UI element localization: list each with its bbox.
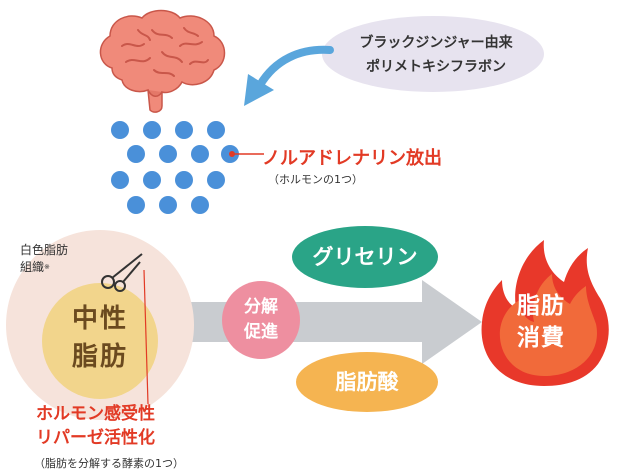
enzyme-leader-line: [143, 269, 149, 405]
glycerin-badge: グリセリン: [292, 226, 438, 288]
extract-label: ブラックジンジャー由来 ポリメトキシフラボン: [338, 31, 534, 79]
neutral-fat-label: 中性 脂肪: [42, 300, 158, 376]
neutral-fat-core: [42, 283, 158, 399]
noradrenaline-leader-line: [229, 151, 264, 157]
scissors-icon: [101, 253, 143, 292]
decomposition-line2: 促進: [244, 322, 278, 342]
decomposition-label: 分解 促進: [222, 295, 300, 345]
white-fat-label-line2: 組織: [20, 260, 45, 274]
extract-label-line2: ポリメトキシフラボン: [366, 59, 506, 75]
noradrenaline-title: ノルアドレナリン放出: [262, 148, 442, 169]
extract-label-line1: ブラックジンジャー由来: [359, 35, 513, 51]
enzyme-title: ホルモン感受性 リパーゼ活性化: [36, 402, 155, 450]
neutral-fat-line2: 脂肪: [71, 342, 128, 372]
fat-consumption-label: 脂肪 消費: [493, 290, 589, 354]
extract-bubble: [322, 16, 544, 92]
fatty-acid-badge: 脂肪酸: [296, 352, 438, 412]
flow-arrow-icon: [186, 280, 482, 364]
curved-arrow-icon: [244, 45, 334, 106]
decomposition-badge: [222, 281, 300, 359]
fat-consumption-line1: 脂肪: [517, 293, 565, 319]
footnote-mark: ※: [44, 263, 50, 271]
fat-consumption-line2: 消費: [517, 325, 565, 351]
white-fat-label-line1: 白色脂肪: [20, 243, 69, 257]
neutral-fat-line1: 中性: [71, 304, 128, 334]
enzyme-title-line1: ホルモン感受性: [36, 404, 155, 424]
noradrenaline-dots: [111, 121, 239, 214]
enzyme-subtitle: （脂肪を分解する酵素の1つ）: [34, 457, 184, 470]
brain-icon: [99, 9, 226, 113]
decomposition-line1: 分解: [244, 297, 278, 317]
flame-icon: [481, 240, 609, 386]
enzyme-title-line2: リパーゼ活性化: [36, 428, 155, 448]
noradrenaline-subtitle: （ホルモンの1つ）: [268, 173, 363, 186]
white-fat-label: 白色脂肪 組織※: [20, 242, 68, 276]
